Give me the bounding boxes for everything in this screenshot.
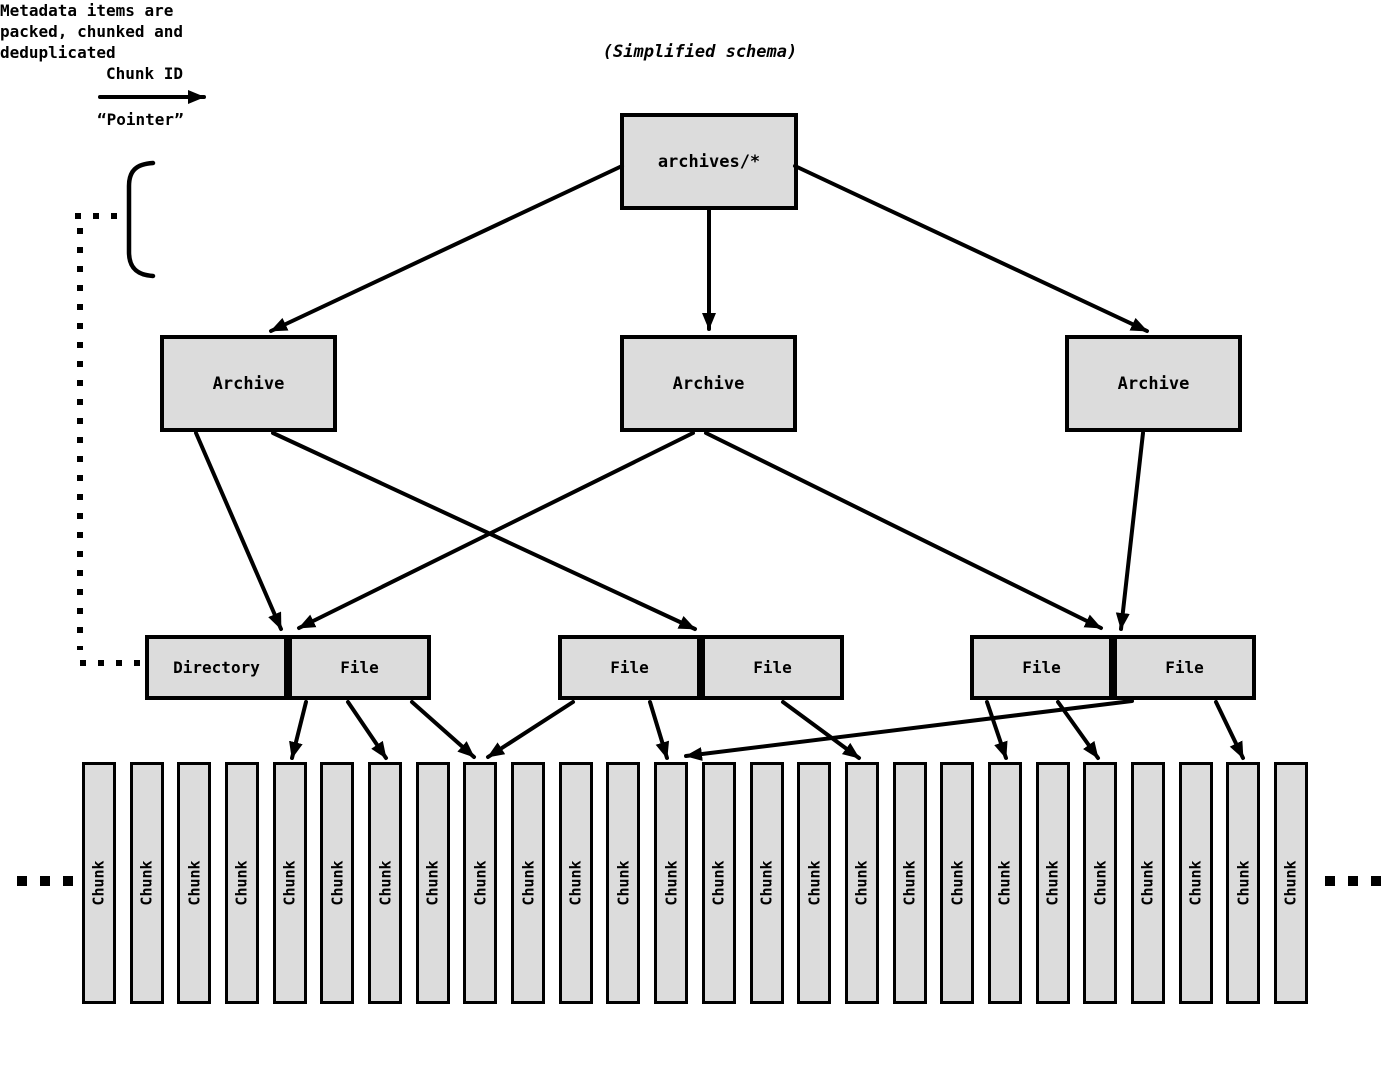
chunk-box: Chunk [415, 762, 450, 1004]
chunk-label: Chunk [423, 860, 442, 906]
chunk-box: Chunk [987, 762, 1022, 1004]
chunk-box: Chunk [1274, 762, 1308, 1004]
file-box: File [288, 635, 431, 700]
chunk-box: Chunk [701, 762, 736, 1004]
chunk-box: Chunk [272, 762, 307, 1004]
chunk-label: Chunk [1186, 860, 1205, 906]
chunk-label: Chunk [376, 860, 395, 906]
chunk-label: Chunk [1138, 860, 1157, 906]
chunk-box: Chunk [844, 762, 879, 1004]
chunk-label: Chunk [900, 860, 919, 906]
arrow-file-to-chunk-22 [1056, 700, 1100, 760]
chunk-label: Chunk [185, 860, 204, 906]
chunk-box: Chunk [463, 762, 498, 1004]
chunk-box: Chunk [940, 762, 975, 1004]
archive-box-label: Archive [212, 373, 285, 394]
arrow-file-to-chunk-25 [1214, 700, 1245, 760]
chunk-box: Chunk [1178, 762, 1213, 1004]
arrow-archive-2-to-pair-3 [704, 431, 1103, 630]
file-box: File [1113, 635, 1256, 700]
archive-box-label: Archive [672, 373, 745, 394]
arrow-file-to-chunk-9 [410, 700, 476, 759]
chunk-label: Chunk [519, 860, 538, 906]
note-line: packed, chunked and [0, 22, 184, 41]
arrow-file-to-chunk-13-long [684, 699, 1134, 761]
chunk-label: Chunk [1234, 860, 1253, 906]
chunk-box: Chunk [797, 762, 832, 1004]
chunk-box: Chunk [749, 762, 784, 1004]
chunk-label: Chunk [1043, 860, 1062, 906]
archive-box-label: Archive [1117, 373, 1190, 394]
file-box: File [558, 635, 701, 700]
chunk-label: Chunk [852, 860, 871, 906]
arrow-file-to-chunk-9b [486, 700, 575, 759]
file-box: File [970, 635, 1113, 700]
chunk-label: Chunk [1091, 860, 1110, 906]
arrow-root-to-archive-1 [269, 164, 624, 333]
chunk-box: Chunk [129, 762, 164, 1004]
diagram-title: (Simplified schema) [602, 42, 798, 62]
arrow-root-to-archive-3 [793, 164, 1149, 333]
note-bracket [126, 160, 156, 279]
chunk-box: Chunk [225, 762, 260, 1004]
chunk-label: Chunk [709, 860, 728, 906]
directory-box-label: Directory [173, 658, 260, 677]
file-box-label: File [753, 658, 792, 677]
chunk-label: Chunk [662, 860, 681, 906]
chunk-label: Chunk [948, 860, 967, 906]
chunk-box: Chunk [1083, 762, 1118, 1004]
chunk-box: Chunk [606, 762, 641, 1004]
note-line: Metadata items are [0, 1, 174, 20]
chunk-label: Chunk [90, 860, 108, 906]
archive-box-1: Archive [160, 335, 337, 432]
chunk-box: Chunk [558, 762, 593, 1004]
arrow-archive-1-to-pair-2 [271, 431, 697, 631]
file-box-label: File [610, 658, 649, 677]
arrow-file-to-chunk-7 [346, 700, 388, 760]
legend-pointer-label: “Pointer” [97, 110, 184, 129]
legend-chunk-id-label: Chunk ID [106, 64, 184, 83]
directory-box: Directory [145, 635, 288, 700]
chunk-box: Chunk [1035, 762, 1070, 1004]
chunk-box: Chunk [320, 762, 355, 1004]
arrow-file-to-chunk-20 [985, 700, 1008, 760]
arrow-archive-2-to-pair-1 [297, 431, 695, 630]
metadata-note: Metadata items are packed, chunked and d… [0, 0, 1397, 63]
chunk-label: Chunk [471, 860, 490, 906]
root-box-archives: archives/* [620, 113, 798, 210]
chunk-label: Chunk [566, 860, 585, 906]
chunk-label: Chunk [805, 860, 824, 906]
file-box-label: File [1022, 658, 1061, 677]
chunk-label: Chunk [614, 860, 633, 906]
chunk-box: Chunk [1226, 762, 1261, 1004]
chunk-label: Chunk [1282, 860, 1300, 906]
chunk-box: Chunk [368, 762, 403, 1004]
chunk-box: Chunk [82, 762, 116, 1004]
archive-box-2: Archive [620, 335, 797, 432]
arrow-archive-3-to-pair-3 [1115, 431, 1145, 631]
arrow-file-to-chunk-17 [781, 700, 861, 760]
chunk-box: Chunk [177, 762, 212, 1004]
arrow-archive-1-to-pair-1 [194, 431, 283, 631]
chunk-label: Chunk [995, 860, 1014, 906]
file-box-label: File [1165, 658, 1204, 677]
file-box: File [701, 635, 844, 700]
chunk-label: Chunk [233, 860, 252, 906]
chunk-label: Chunk [137, 860, 156, 906]
dotted-connector [75, 213, 142, 666]
chunk-label: Chunk [280, 860, 299, 906]
archive-box-3: Archive [1065, 335, 1242, 432]
root-box-label: archives/* [657, 151, 761, 172]
note-line: deduplicated [0, 43, 116, 62]
arrow-file-to-chunk-13 [648, 700, 670, 760]
chunk-box: Chunk [892, 762, 927, 1004]
arrow-file-to-chunk-5 [289, 700, 308, 760]
chunk-box: Chunk [654, 762, 689, 1004]
chunk-box: Chunk [511, 762, 546, 1004]
file-box-label: File [340, 658, 379, 677]
chunk-label: Chunk [328, 860, 347, 906]
chunk-box: Chunk [1130, 762, 1165, 1004]
chunk-label: Chunk [757, 860, 776, 906]
